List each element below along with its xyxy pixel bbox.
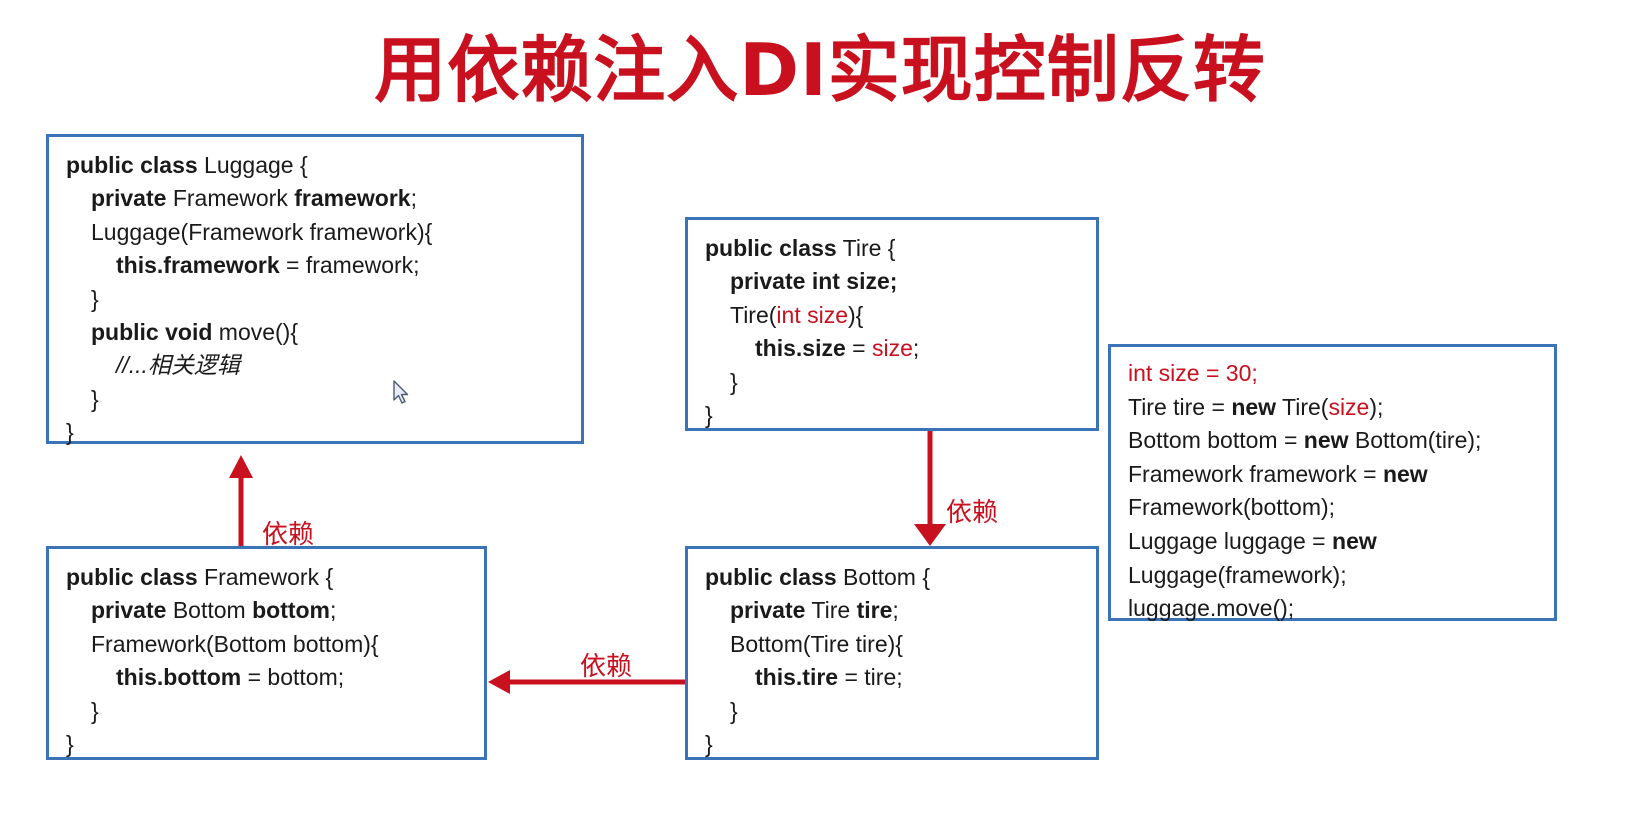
page-title: 用依赖注入DI实现控制反转 (374, 28, 1266, 112)
code-line: } (730, 697, 738, 724)
code-line: Bottom bottom = new Bottom(tire); (1128, 424, 1537, 458)
code-text: = bottom; (241, 664, 345, 691)
code-highlight: size (871, 335, 913, 362)
code-keyword: private (91, 185, 167, 212)
code-line: } (91, 697, 99, 724)
code-text: ; (410, 185, 417, 212)
code-text: ; (892, 597, 899, 624)
code-line: Tire(int size){ (705, 299, 1079, 332)
mouse-pointer-icon (392, 380, 410, 411)
code-line: private Bottom bottom; (66, 594, 467, 627)
code-line: public class Tire { (705, 232, 1079, 265)
code-text: = tire; (838, 664, 903, 691)
code-text: Tire { (836, 235, 896, 261)
code-text: move(){ (212, 319, 299, 346)
code-line: public class Luggage { (66, 149, 564, 182)
luggage-class-box: public class Luggage { private Framework… (46, 134, 584, 445)
code-line: } (91, 285, 99, 312)
code-text: ; (330, 597, 337, 624)
code-text: Bottom { (836, 564, 930, 590)
code-highlight: int size (776, 301, 849, 328)
dependency-label: 依赖 (946, 498, 999, 528)
code-line: this.tire = tire; (705, 661, 1079, 694)
code-keyword: public class (66, 564, 198, 590)
code-line: } (705, 731, 713, 758)
dependency-label: 依赖 (262, 520, 315, 550)
code-keyword: new (1382, 460, 1428, 487)
code-text: Framework (166, 185, 295, 212)
code-line: } (705, 402, 713, 429)
code-text: Bottom (166, 597, 253, 624)
code-highlight: int size = 30; (1128, 360, 1258, 386)
arrowhead-left-icon (488, 670, 510, 694)
code-text: Tire( (730, 301, 777, 328)
code-line: this.size = size; (705, 332, 1079, 365)
code-line: Framework framework = new (1128, 458, 1537, 492)
code-text: Luggage luggage = (1128, 527, 1333, 554)
code-line: Tire tire = new Tire(size); (1128, 391, 1537, 425)
code-line: public class Bottom { (705, 561, 1079, 594)
code-keyword: this.bottom (116, 664, 242, 691)
code-line: Framework(bottom); (1128, 494, 1336, 521)
code-keyword: this.framework (116, 252, 280, 279)
code-text: = framework; (279, 252, 420, 279)
code-text: Framework { (197, 564, 334, 590)
code-keyword: new (1303, 427, 1349, 454)
code-keyword: new (1231, 393, 1277, 420)
code-highlight: size (1328, 393, 1370, 420)
code-text: ); (1369, 393, 1384, 420)
code-text: = (845, 335, 872, 362)
main-wiring-box: int size = 30; Tire tire = new Tire(size… (1108, 344, 1557, 621)
tire-class-box: public class Tire { private int size; Ti… (685, 217, 1099, 431)
code-line: private int size; (730, 268, 898, 295)
code-keyword: new (1332, 527, 1377, 554)
code-line: } (66, 419, 74, 446)
code-line: this.bottom = bottom; (66, 661, 467, 694)
code-line: this.framework = framework; (66, 249, 564, 282)
arrowhead-up-icon (229, 455, 253, 478)
code-text: Framework framework = (1128, 460, 1383, 487)
code-line: Luggage(Framework framework){ (91, 218, 433, 245)
code-keyword: private (91, 597, 167, 624)
code-text: Bottom bottom = (1128, 427, 1304, 454)
code-comment: //...相关逻辑 (116, 352, 240, 379)
framework-class-box: public class Framework { private Bottom … (46, 546, 487, 760)
code-text: Bottom(tire); (1348, 427, 1482, 454)
code-keyword: framework (294, 185, 411, 212)
code-text: Luggage { (197, 152, 308, 178)
code-line: private Framework framework; (66, 182, 564, 215)
code-line: } (91, 385, 99, 412)
code-line: public class Framework { (66, 561, 467, 594)
code-line: private Tire tire; (705, 594, 1079, 627)
code-text: Tire tire = (1128, 393, 1232, 420)
code-keyword: this.size (755, 335, 846, 362)
bottom-class-box: public class Bottom { private Tire tire;… (685, 546, 1099, 760)
code-line: Framework(Bottom bottom){ (91, 630, 379, 657)
code-line: public void move(){ (66, 316, 564, 349)
code-keyword: public class (705, 564, 837, 590)
dependency-label: 依赖 (580, 652, 633, 682)
code-line: } (730, 368, 738, 395)
code-keyword: bottom (252, 597, 331, 624)
code-text: Tire( (1276, 393, 1329, 420)
code-line: Luggage luggage = new (1128, 525, 1537, 559)
code-text: ; (912, 335, 920, 362)
code-keyword: this.tire (755, 664, 839, 691)
code-keyword: public void (91, 319, 213, 346)
code-text: Tire (805, 597, 857, 624)
code-keyword: public class (66, 152, 198, 178)
code-keyword: tire (856, 597, 893, 624)
code-line: } (66, 731, 74, 758)
code-line: Bottom(Tire tire){ (730, 630, 903, 657)
code-keyword: private (730, 597, 806, 624)
arrowhead-down-icon (914, 524, 946, 546)
code-line: Luggage(framework); (1128, 561, 1347, 588)
code-text: ){ (848, 301, 864, 328)
code-keyword: public class (705, 235, 837, 261)
code-line: luggage.move(); (1128, 595, 1295, 622)
